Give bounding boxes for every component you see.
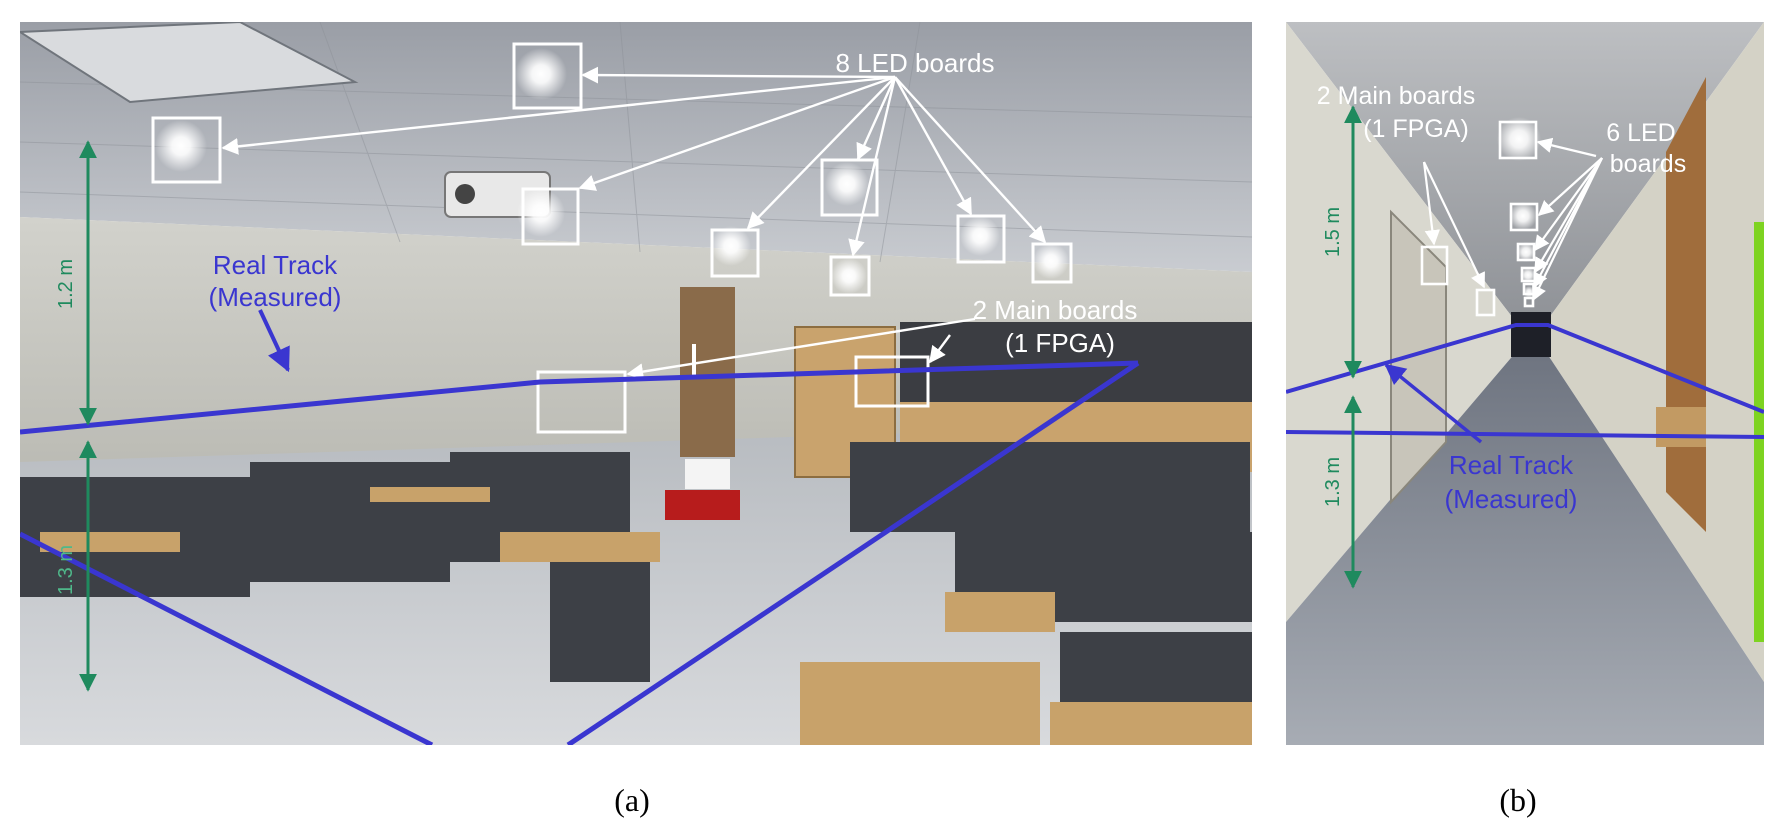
track-label-line1: Real Track	[1449, 450, 1574, 480]
led-board-box-4	[820, 158, 879, 217]
main-board-box-1	[1420, 245, 1449, 286]
hallway-annotation-arrows	[1422, 137, 1603, 302]
track-label-line2: (Measured)	[1445, 484, 1578, 514]
ceiling-ac-unit	[20, 22, 359, 104]
hallway-ceiling	[1286, 22, 1764, 322]
main-board-box-1	[536, 370, 627, 434]
led-boards-label: 8 LED boards	[836, 48, 995, 78]
led-board-box-3	[1516, 242, 1536, 262]
lower-height-label: 1.3 m	[1322, 457, 1344, 507]
hallway-scene: 2 Main boards (1 FPGA) 6 LED boards Real…	[1286, 22, 1764, 745]
main-boards-label-line2: (1 FPGA)	[1005, 328, 1115, 358]
cardboard-box	[1656, 407, 1706, 447]
caption-b: (b)	[1499, 782, 1537, 818]
led-annotation-arrows	[221, 66, 1047, 380]
upper-height-label: 1.2 m	[55, 259, 77, 309]
led-board-box-1	[1498, 120, 1538, 160]
laptop	[685, 459, 730, 489]
door	[680, 287, 735, 457]
main-boards-label-line1: 2 Main boards	[973, 295, 1138, 325]
track-label-arrow	[258, 309, 290, 373]
led-boards-label-line2: boards	[1610, 150, 1686, 178]
hallway-track-lines	[1286, 323, 1764, 439]
classroom-scene: 8 LED boards 2 Main boards (1 FPGA) Real…	[20, 22, 1252, 745]
led-board-box-2	[1509, 202, 1539, 232]
desks-right	[800, 442, 1252, 745]
desks-left	[20, 452, 630, 597]
led-board-box-8	[1031, 242, 1073, 284]
main-boards-label-line2: (1 FPGA)	[1363, 115, 1469, 143]
lower-height-label: 1.3 m	[55, 545, 77, 595]
led-board-box-6	[1523, 296, 1535, 308]
hallway-led-lights	[1497, 117, 1541, 298]
led-board-box-7	[956, 214, 1006, 264]
center-stand-top	[500, 532, 660, 562]
hallway-floor	[1286, 352, 1764, 745]
led-board-box-2	[512, 42, 583, 110]
main-boards-label-line1: 2 Main boards	[1317, 82, 1475, 110]
led-board-box-5	[710, 228, 760, 278]
hallway-photo: 2 Main boards (1 FPGA) 6 LED boards Real…	[1286, 22, 1764, 745]
led-board-box-3	[521, 187, 580, 246]
track-label-line2: (Measured)	[209, 282, 342, 312]
main-board-box-2	[1475, 288, 1496, 317]
caption-a: (a)	[614, 782, 650, 818]
shelf-unit	[900, 322, 1252, 402]
center-stand	[550, 562, 650, 682]
green-wall-edge	[1754, 222, 1764, 642]
upper-height-label: 1.5 m	[1322, 207, 1344, 257]
main-board-box-2	[854, 355, 930, 408]
track-label-line1: Real Track	[213, 250, 338, 280]
led-lights	[155, 48, 1069, 294]
led-boards-label-line1: 6 LED	[1606, 119, 1675, 147]
right-wall	[1546, 22, 1764, 682]
hallway-track-label-arrow	[1384, 363, 1483, 444]
hallway-end	[1511, 312, 1551, 357]
red-chair	[665, 490, 740, 520]
led-board-box-6	[829, 255, 871, 297]
led-board-box-1	[151, 116, 222, 184]
classroom-photo: 8 LED boards 2 Main boards (1 FPGA) Real…	[20, 22, 1252, 745]
